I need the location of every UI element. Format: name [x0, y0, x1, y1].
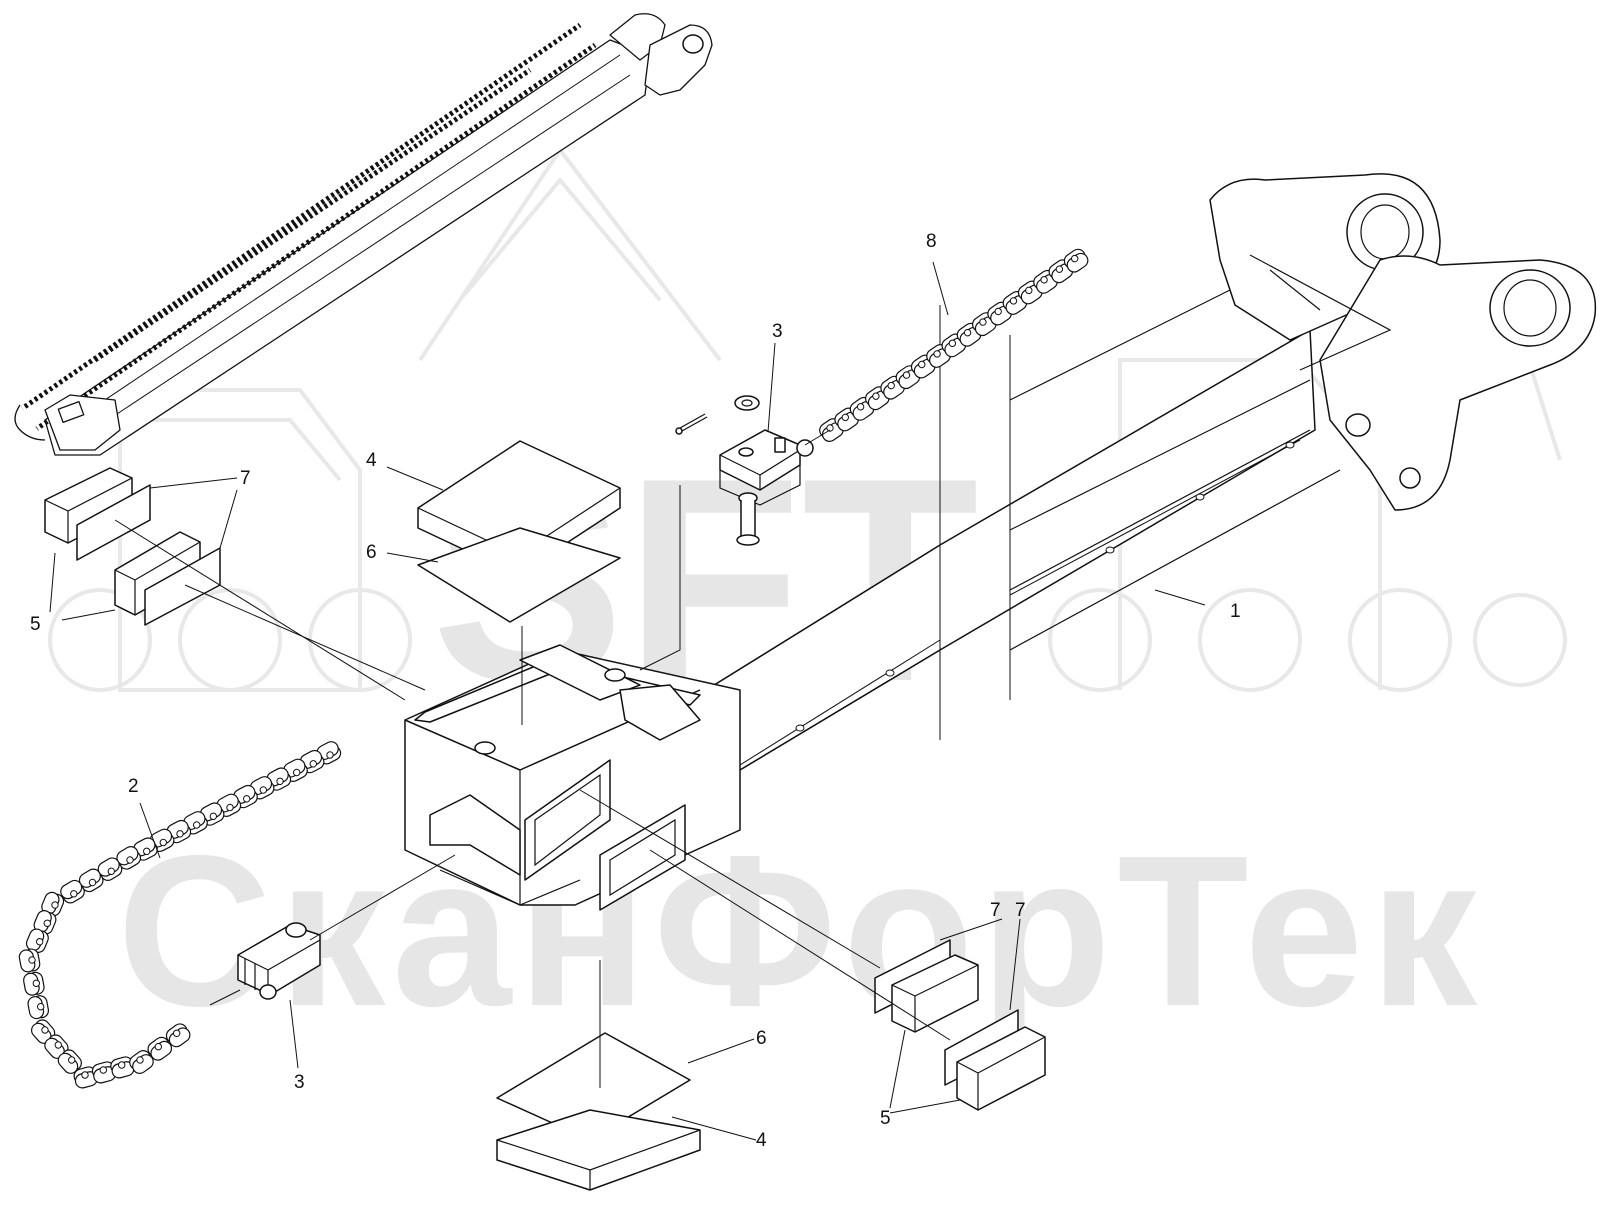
chain-link: [129, 1050, 154, 1074]
chain-link: [60, 879, 85, 904]
callout-8: 8: [926, 231, 937, 252]
chain-link: [165, 1023, 191, 1048]
callout-2: 2: [128, 776, 139, 797]
chain-link: [849, 396, 875, 421]
chain-link: [166, 819, 192, 844]
clevis-pin: [736, 492, 760, 546]
shim-left-upper: [76, 484, 151, 561]
chain-link: [27, 995, 50, 1020]
chain-link: [926, 344, 951, 368]
callout-5-right: 5: [880, 1108, 891, 1129]
shim-upper: [417, 527, 621, 623]
chain-link: [133, 837, 158, 861]
chain-link: [57, 1049, 82, 1074]
callout-7-right-right: 7: [1015, 900, 1026, 921]
chain-link: [147, 1036, 173, 1061]
callout-3-lower: 3: [294, 1072, 305, 1093]
callout-4-lower: 4: [756, 1130, 767, 1151]
chain-link: [819, 418, 844, 442]
wear-block-right-upper: [891, 954, 979, 1033]
chain-link: [116, 846, 142, 870]
chain-link: [1002, 291, 1028, 315]
chain-link: [23, 971, 45, 996]
callout-5-left: 5: [30, 614, 41, 635]
callout-leaders: [49, 261, 1206, 1141]
chain-link: [299, 749, 325, 774]
boom-beam: [689, 173, 1597, 801]
chain-link: [41, 891, 65, 917]
chain-link: [895, 365, 921, 390]
callout-6-lower: 6: [756, 1028, 767, 1049]
chain-link: [44, 1034, 69, 1059]
chain-link: [199, 802, 225, 826]
chain-link: [1017, 280, 1043, 305]
chain-link: [316, 741, 342, 765]
callout-labels: 1 2 3 3 4 4 5 5 6 6 7 7 7 8: [30, 231, 1241, 1151]
washer: [734, 395, 760, 411]
chain-link: [910, 354, 936, 379]
boom-pivot-brackets: [1209, 173, 1597, 511]
assembly-guide-lines: [114, 429, 951, 1088]
chain-link: [1063, 248, 1089, 273]
watermark-company-text: СканФорТек: [117, 810, 1483, 1051]
callout-4-upper: 4: [366, 450, 377, 471]
chain-link: [956, 322, 982, 347]
tensioner-bracket-upper: [719, 429, 814, 506]
chain-link: [987, 301, 1012, 326]
chain-link: [31, 1019, 56, 1044]
callout-3-upper: 3: [772, 321, 783, 342]
callout-1: 1: [1230, 601, 1241, 622]
callout-7-left-upper: 7: [240, 468, 251, 489]
slide-pad-lower: [496, 1109, 701, 1191]
chain-link: [18, 948, 41, 973]
drive-chain-upper: [819, 248, 1089, 442]
chain-link: [91, 1061, 117, 1084]
tensioner-bracket-lower: [237, 922, 321, 1000]
callout-6-upper: 6: [366, 542, 377, 563]
chain-link: [110, 1056, 135, 1079]
chain-link: [865, 386, 890, 411]
callout-7-right-left: 7: [990, 900, 1001, 921]
drive-chain-lower: [18, 741, 342, 1089]
chain-link: [149, 828, 175, 852]
cotter-pin: [675, 413, 708, 435]
boom-overview-thumbnail: [14, 13, 713, 456]
carriage-housing: [404, 644, 741, 911]
chain-link: [249, 776, 275, 800]
chain-link: [283, 758, 308, 782]
wear-block-right-lower: [956, 1026, 1046, 1111]
